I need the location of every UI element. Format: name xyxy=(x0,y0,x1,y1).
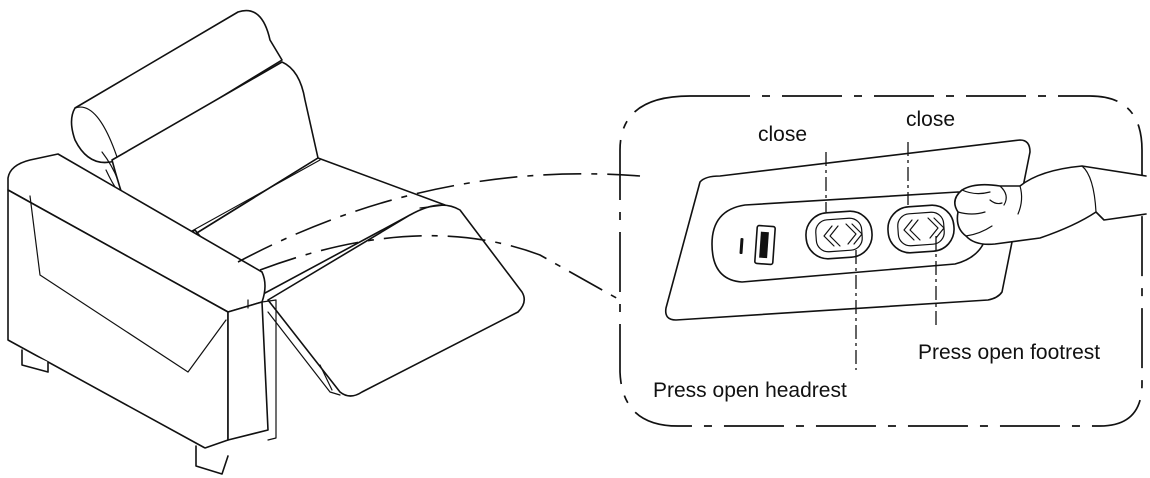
label-close-headrest: close xyxy=(758,123,807,146)
indicator-slot xyxy=(739,238,744,255)
leader-lines xyxy=(825,142,937,370)
armrest xyxy=(7,153,269,475)
chair-side-panel xyxy=(261,299,277,441)
chevron-left-icon xyxy=(823,225,841,247)
headrest-cushion xyxy=(70,9,283,181)
usb-port[interactable] xyxy=(754,224,776,266)
pressing-hand xyxy=(954,165,1147,246)
callout-bubble xyxy=(619,95,1143,427)
recliner-chair xyxy=(7,9,526,475)
headrest-button[interactable] xyxy=(804,210,873,260)
chevron-right-icon xyxy=(845,223,863,245)
callout-connectors xyxy=(237,173,641,301)
label-press-open-headrest: Press open headrest xyxy=(653,379,847,402)
chevron-left-icon xyxy=(903,219,921,241)
label-close-footrest: close xyxy=(906,108,955,131)
footrest xyxy=(267,204,526,397)
labels: close close Press open headrest Press op… xyxy=(653,108,1100,402)
control-panel xyxy=(664,139,1031,321)
label-press-open-footrest: Press open footrest xyxy=(918,341,1100,364)
chevron-right-icon xyxy=(927,217,945,239)
footrest-button[interactable] xyxy=(886,204,955,254)
